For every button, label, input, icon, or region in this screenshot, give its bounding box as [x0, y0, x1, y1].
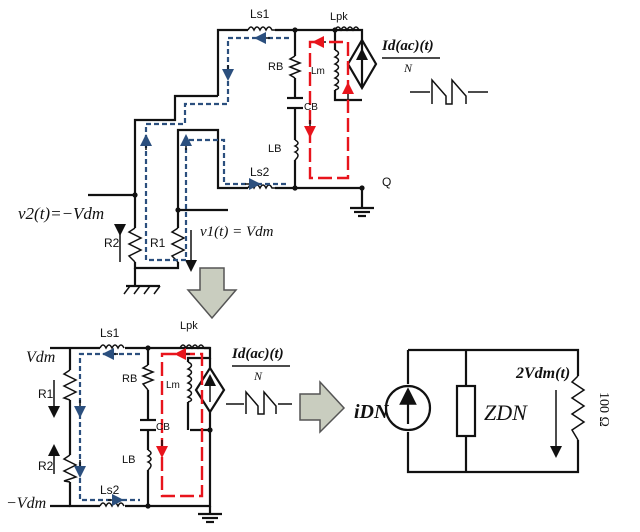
top-cb-label: CB: [304, 102, 318, 113]
top-q-label: Q: [382, 175, 391, 189]
equiv-100-label: 100 Ω: [596, 392, 611, 427]
equiv-idn-label: iDN: [354, 401, 390, 423]
equiv-2vdm-label: 2Vdm(t): [515, 365, 570, 382]
bottom-ls2-inductor: [99, 502, 125, 508]
top-node-dots: [132, 27, 365, 213]
top-wire-upper: [216, 28, 364, 96]
top-ls1-inductor: [247, 26, 275, 32]
top-r1-label: R1: [150, 236, 166, 250]
top-lb-inductor: [293, 139, 299, 161]
top-chassis-ground: [123, 268, 161, 295]
bottom-dependent-source: [194, 365, 226, 415]
top-wire-step: [133, 94, 218, 195]
top-ground: [350, 206, 374, 218]
top-v1-expr: v1(t) = Vdm: [200, 224, 274, 240]
equiv-wires: [406, 348, 580, 474]
equiv-zdn-box: [455, 384, 477, 438]
bottom-ground: [198, 506, 222, 524]
bottom-rb-label: RB: [122, 373, 137, 385]
top-lpk-inductor: [334, 26, 360, 32]
equivalent-circuit: iDN ZDN 2Vdm(t) 100 Ω: [354, 348, 611, 474]
top-lm-inductor: [333, 49, 340, 91]
bottom-lpk-label: Lpk: [180, 320, 198, 332]
top-ls2-inductor: [247, 184, 275, 190]
bottom-r2-label: R2: [38, 459, 54, 473]
top-square-wave: [410, 78, 488, 105]
top-dm-current-path: [144, 36, 289, 262]
bottom-node-dots: [145, 345, 213, 509]
bottom-rb-resistor: [140, 364, 156, 391]
top-source-expr: Id(ac)(t): [381, 38, 434, 54]
top-resistor-bottom-wire: [133, 262, 180, 270]
bottom-r2-resistor: [62, 454, 78, 483]
bottom-wire-loop: [68, 346, 212, 508]
bottom-lpk-inductor: [179, 344, 205, 350]
top-circuit: Ls1 Lpk RB Lm CB LB Ls2 Q R2 R1 v2(t)=−V…: [18, 7, 488, 295]
bottom-r1-resistor: [62, 369, 78, 401]
equiv-current-source: [384, 384, 432, 432]
top-r1-resistor: [170, 227, 186, 263]
top-lm-label: Lm: [311, 66, 325, 77]
bottom-vdm-pos-label: Vdm: [26, 349, 55, 366]
top-v2-expr: v2(t)=−Vdm: [18, 204, 104, 223]
down-arrow: [186, 267, 238, 320]
top-ls1-label: Ls1: [250, 7, 270, 21]
bottom-source-den: N: [253, 369, 263, 383]
top-ls2-label: Ls2: [250, 165, 270, 179]
bottom-vdm-neg-label: −Vdm: [6, 495, 46, 512]
bottom-r1-label: R1: [38, 387, 54, 401]
bottom-square-wave: [226, 389, 292, 415]
equiv-100-resistor: [570, 375, 586, 441]
bottom-ls1-label: Ls1: [100, 326, 120, 340]
bottom-lm-branch: [186, 346, 212, 430]
bottom-lm-label: Lm: [166, 380, 180, 391]
top-r2-resistor: [127, 227, 143, 263]
bottom-lm-inductor: [186, 361, 193, 403]
bottom-cb-label: CB: [156, 422, 170, 433]
equiv-zdn-label: ZDN: [484, 400, 528, 425]
bottom-ls2-label: Ls2: [100, 483, 120, 497]
bottom-lb-inductor: [146, 449, 152, 471]
bottom-source-expr: Id(ac)(t): [231, 346, 284, 362]
top-rb-label: RB: [268, 61, 283, 73]
top-rb-resistor: [287, 55, 303, 79]
bottom-ls1-inductor: [99, 344, 125, 350]
top-source-den: N: [403, 61, 413, 75]
top-lpk-label: Lpk: [330, 11, 348, 23]
bottom-lb-label: LB: [122, 454, 135, 466]
top-lb-label: LB: [268, 143, 281, 155]
top-dependent-source: [346, 37, 378, 91]
top-r2-label: R2: [104, 236, 120, 250]
bottom-circuit: Ls1 Lpk RB Lm CB LB Ls2 R1 R2 Vdm −Vdm I…: [6, 320, 292, 524]
right-arrow: [299, 380, 346, 434]
top-lm-branch: [333, 30, 362, 102]
